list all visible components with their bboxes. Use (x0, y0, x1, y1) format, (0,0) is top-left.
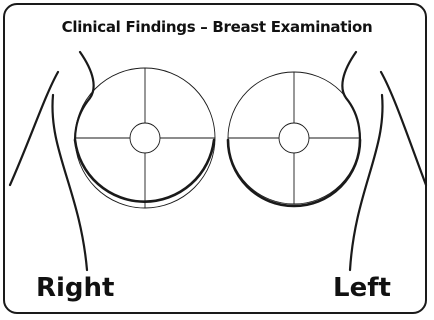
left-areola (279, 123, 309, 153)
right-breast-outline (75, 52, 94, 140)
right-areola (130, 123, 160, 153)
left-side-label: Left (333, 275, 391, 301)
right-side-label: Right (36, 275, 114, 301)
right-torso-outline-inner (52, 95, 87, 270)
right-breast (10, 52, 215, 270)
right-torso-outline-outer (10, 72, 58, 185)
left-breast (228, 52, 426, 270)
left-torso-outline-outer (381, 72, 426, 185)
left-torso-outline-inner (350, 95, 383, 270)
